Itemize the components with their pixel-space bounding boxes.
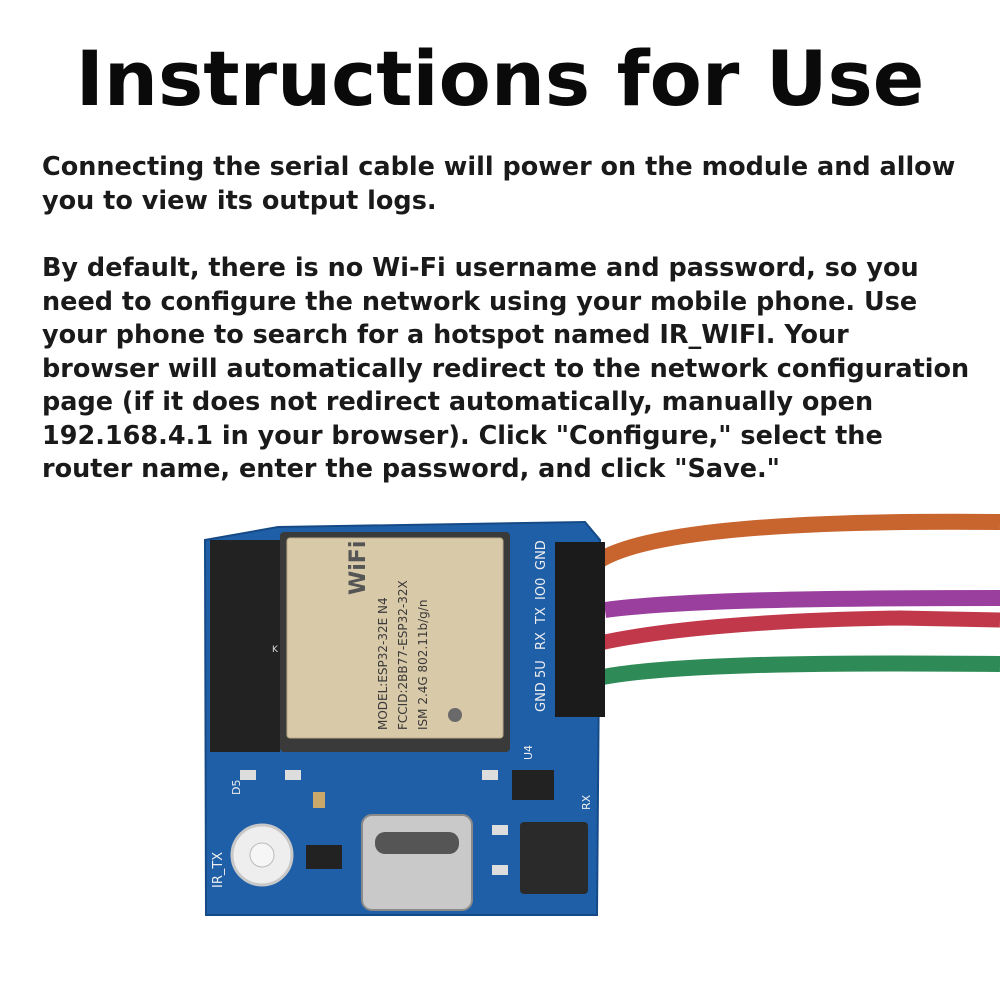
pin-label-gnd-1: GND (534, 682, 549, 712)
resistor-4 (492, 825, 508, 835)
chip-u4 (512, 770, 554, 800)
silkscreen-rx: RX (580, 794, 593, 810)
pin-label-tx: TX (534, 607, 549, 625)
module-ism-line: ISM 2.4G 802.11b/g/n (416, 600, 430, 730)
usb-c-port (361, 814, 473, 911)
wire-orange (595, 513, 1000, 567)
page-title: Instructions for Use (75, 34, 925, 123)
pin-label-5u: 5U (534, 660, 549, 678)
esp32-module: MODEL:ESP32-32E N4 FCCID:2BB77-ESP32-32X… (280, 532, 510, 752)
silkscreen-k: K (272, 645, 279, 655)
bluetooth-icon (448, 708, 462, 722)
silkscreen-d5: D5 (230, 780, 243, 795)
module-fccid-line: FCCID:2BB77-ESP32-32X (396, 580, 410, 730)
resistor-1 (240, 770, 256, 780)
pin-label-rx: RX (534, 632, 549, 650)
ir-receiver (520, 822, 588, 894)
pin-label-gnd-2: GND (534, 540, 549, 570)
wifi-logo-text: WiFi (346, 541, 371, 595)
module-model-line: MODEL:ESP32-32E N4 (376, 597, 390, 730)
resistor-3 (482, 770, 498, 780)
pin-label-io0: IO0 (534, 578, 549, 600)
intro-paragraph: Connecting the serial cable will power o… (42, 152, 956, 216)
esp32-board-photo: K MODEL:ESP32-32E N4 FCCID:2BB77-ESP32-3… (203, 513, 1000, 916)
wire-red (598, 610, 1000, 651)
configuration-paragraph: By default, there is no Wi-Fi username a… (42, 253, 970, 484)
silkscreen-u4: U4 (522, 745, 535, 760)
antenna-area (210, 540, 280, 752)
transistor (306, 845, 342, 869)
pin-header-connector (555, 542, 605, 717)
resistor-5 (492, 865, 508, 875)
capacitor-1 (313, 792, 325, 808)
wire-green (596, 655, 1000, 686)
serial-cable-wires (595, 513, 1000, 686)
wire-purple (603, 590, 1000, 618)
silkscreen-ir-tx: IR_TX (211, 852, 226, 888)
resistor-2 (285, 770, 301, 780)
usb-c-opening (375, 832, 459, 854)
